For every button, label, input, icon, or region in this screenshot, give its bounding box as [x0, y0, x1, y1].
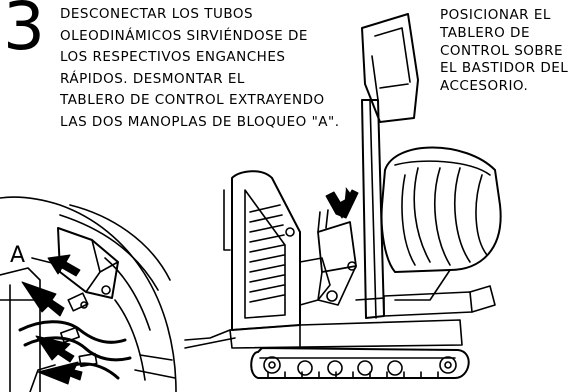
arrow-icon: [35, 335, 75, 363]
side-note-line: EL BASTIDOR DEL: [440, 60, 569, 77]
side-note-line: CONTROL SOBRE: [440, 42, 564, 59]
instruction-line: LOS RESPECTIVOS ENGANCHES: [60, 49, 286, 66]
side-note-line: ACCESORIO.: [440, 78, 529, 95]
arrow-icon: [47, 254, 81, 277]
instruction-line: TABLERO DE CONTROL EXTRAYENDO: [60, 92, 325, 109]
instruction-line: RÁPIDOS. DESMONTAR EL: [60, 70, 245, 87]
detail-view: [0, 196, 177, 392]
side-note: POSICIONAR EL TABLERO DE CONTROL SOBRE E…: [440, 7, 568, 96]
instruction-line: LAS DOS MANOPLAS DE BLOQUEO "A".: [60, 113, 340, 130]
detail-arrows: [21, 254, 83, 385]
instruction-line: DESCONECTAR LOS TUBOS: [60, 6, 254, 22]
arrow-icon: [21, 281, 65, 317]
step-number: 3: [3, 0, 45, 65]
instruction-line: OLEODINÁMICOS SIRVIÉNDOSE DE: [60, 27, 308, 44]
arrow-icon: [325, 189, 359, 219]
side-note-line: POSICIONAR EL: [440, 7, 551, 23]
tracked-dumper-machine: [184, 13, 502, 379]
arrow-icon: [37, 361, 83, 385]
side-note-line: TABLERO DE: [440, 24, 530, 41]
step-instructions: DESCONECTAR LOS TUBOS OLEODINÁMICOS SIRV…: [60, 4, 380, 134]
detail-label-a: A: [10, 243, 25, 268]
